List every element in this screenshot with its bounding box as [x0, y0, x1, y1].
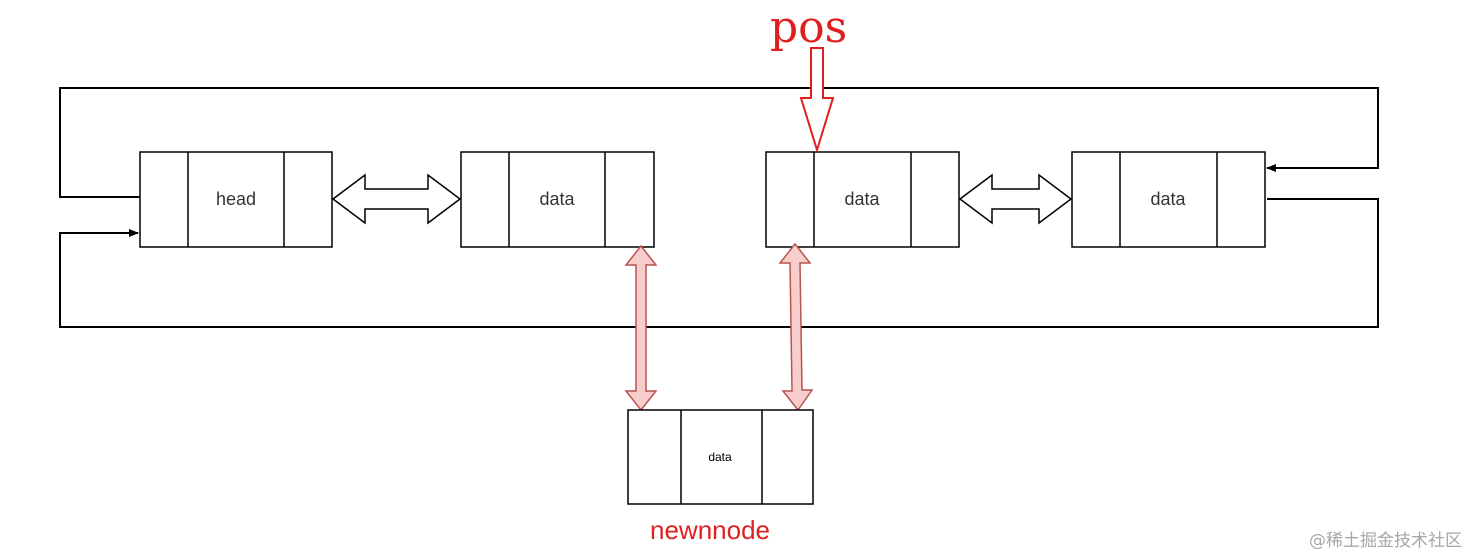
data-node-1: data	[460, 151, 655, 248]
data-node-2: data	[765, 151, 960, 248]
head-node-label: head	[216, 189, 256, 209]
data-node-3-label: data	[1150, 189, 1186, 209]
watermark: @稀土掘金技术社区	[1309, 531, 1462, 551]
data-node-3: data	[1071, 151, 1266, 248]
wire-tail-to-head	[59, 198, 1379, 328]
double-arrow-head-node1	[331, 173, 462, 225]
new-node-label: data	[708, 450, 732, 464]
pos-label: pos	[770, 2, 848, 53]
data-node-2-label: data	[844, 189, 880, 209]
data-node-1-label: data	[539, 189, 575, 209]
head-node: head	[139, 151, 333, 248]
new-node: data	[627, 409, 814, 505]
double-arrow-node2-node3	[958, 173, 1073, 225]
pos-pointer-arrow	[799, 47, 835, 154]
wire-head-to-tail	[59, 87, 1379, 198]
newnode-label: newnnode	[650, 515, 770, 545]
